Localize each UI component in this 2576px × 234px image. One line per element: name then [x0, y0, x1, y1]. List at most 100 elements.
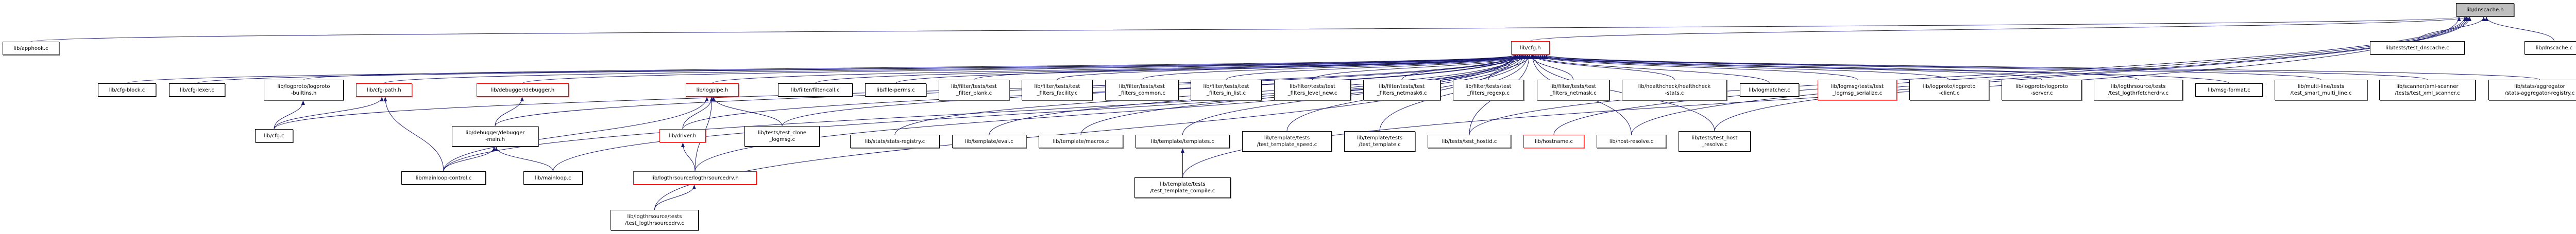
graph-node-msg-format-c[interactable]: lib/msg-format.c	[2195, 83, 2263, 97]
node-label: /tests/test_xml_scanner.c	[2395, 91, 2460, 96]
graph-node-host-resolve-c[interactable]: lib/host-resolve.c	[1597, 135, 1666, 148]
graph-node-logpipe-h[interactable]: lib/logpipe.h	[686, 83, 739, 97]
edge-logproto_builtins_h-to-cfg_h	[303, 55, 1516, 80]
edge-test_filters_in_list_c-to-cfg_h	[1226, 55, 1527, 80]
graph-node-test-xml-scanner-c[interactable]: lib/scanner/xml-scanner/tests/test_xml_s…	[2379, 80, 2476, 100]
node-label: /test_template_speed.c	[1257, 142, 1317, 148]
graph-node-filter-call-c[interactable]: lib/filter/filter-call.c	[778, 83, 853, 97]
graph-node-test-filters-netmask6-c[interactable]: lib/filter/tests/test _filters_netmask6.c	[1363, 80, 1440, 100]
graph-node-cfg-lexer-c[interactable]: lib/cfg-lexer.c	[169, 83, 225, 97]
graph-node-template-macros-c[interactable]: lib/template/macros.c	[1039, 135, 1123, 148]
node-label: lib/template/tests	[1160, 182, 1206, 187]
edge-logpipe_h-to-cfg_h	[712, 55, 1516, 84]
edge-logmatcher_c-to-cfg_h	[1533, 55, 1770, 84]
graph-node-test-logmsg-serialize-c[interactable]: lib/logmsg/tests/test _logmsg_serialize.c	[1818, 80, 1897, 100]
graph-node-test-logthrfetcherdrv-c[interactable]: lib/logthrsource/tests/test_logthrfetche…	[2094, 80, 2183, 100]
node-label: _filters_netmask6.c	[1377, 91, 1427, 96]
edge-test_hostid_c-to-dnscache_h	[1469, 16, 2467, 135]
node-label: lib/filter/tests/test	[1034, 84, 1080, 89]
node-label: /test_template_compile.c	[1150, 188, 1215, 194]
graph-node-template-eval-c[interactable]: lib/template/eval.c	[952, 135, 1026, 148]
node-label: lib/mainloop-control.c	[415, 175, 472, 181]
graph-node-test-filters-in-list-c[interactable]: lib/filter/tests/test_filters_in_list.c	[1191, 80, 1262, 100]
node-label: lib/multi-line/tests	[2297, 84, 2345, 89]
graph-node-logmatcher-c[interactable]: lib/logmatcher.c	[1740, 83, 1799, 97]
graph-node-test-filters-level-new-c[interactable]: lib/filter/tests/test_filters_level_new.…	[1274, 80, 1351, 100]
node-label: lib/template/eval.c	[965, 138, 1013, 145]
graph-node-hostname-c[interactable]: lib/hostname.c	[1523, 135, 1584, 148]
graph-node-logproto-server-c[interactable]: lib/logproto/logproto-server.c	[2002, 80, 2082, 100]
graph-node-cfg-c[interactable]: lib/cfg.c	[255, 129, 293, 142]
graph-node-test-filters-common-c[interactable]: lib/filter/tests/test_filters_common.c	[1105, 80, 1179, 100]
graph-node-logthrsourcedrv-h[interactable]: lib/logthrsource/logthrsourcedrv.h	[633, 171, 757, 185]
node-label: _filters_level_new.c	[1287, 91, 1337, 96]
graph-node-debugger-h[interactable]: lib/debugger/debugger.h	[477, 83, 569, 97]
node-label: lib/tests/test_host	[1691, 135, 1738, 141]
graph-node-mainloop-control-c[interactable]: lib/mainloop-control.c	[401, 171, 486, 185]
edge-test_filters_facility_c-to-cfg_h	[1057, 55, 1523, 80]
graph-node-driver-h[interactable]: lib/driver.h	[659, 129, 706, 142]
graph-node-test-template-compile-c[interactable]: lib/template/tests/test_template_compile…	[1134, 177, 1231, 198]
graph-node-stats-aggregator-registry-c[interactable]: lib/stats/aggregator/stats-aggregator-re…	[2488, 80, 2576, 100]
node-label: -stats.c	[1665, 91, 1684, 96]
node-label: lib/tests/test_hostid.c	[1442, 138, 1497, 145]
node-label: lib/logproto/logproto	[1923, 84, 1976, 89]
graph-node-test-hostid-c[interactable]: lib/tests/test_hostid.c	[1428, 135, 1511, 148]
node-label: lib/stats/aggregator	[2514, 84, 2565, 89]
graph-node-mainloop-c[interactable]: lib/mainloop.c	[523, 171, 583, 185]
graph-node-test-template-c[interactable]: lib/template/tests/test_template.c	[1344, 131, 1415, 152]
edge-mainloop_control_c-to-debugger_main_h	[443, 147, 496, 172]
edge-debugger_h-to-cfg_h	[522, 55, 1516, 84]
node-label: lib/apphook.c	[13, 45, 48, 51]
graph-node-file-perms-c[interactable]: lib/file-perms.c	[865, 83, 926, 97]
edge-test_xml_scanner_c-to-cfg_h	[1545, 55, 2428, 80]
graph-node-template-templates-c[interactable]: lib/template/templates.c	[1136, 135, 1230, 148]
edge-file_perms_c-to-cfg_h	[895, 55, 1520, 84]
graph-node-test-filter-blank-c[interactable]: lib/filter/tests/test _filter_blank.c	[939, 80, 1009, 100]
graph-node-dnscache-h: lib/dnscache.h	[2456, 3, 2514, 16]
node-label: lib/tests/test_clone	[757, 130, 807, 136]
graph-node-stats-registry-c[interactable]: lib/stats/stats-registry.c	[850, 135, 940, 148]
graph-node-cfg-h[interactable]: lib/cfg.h	[1511, 41, 1550, 55]
graph-node-test-filters-facility-c[interactable]: lib/filter/tests/test_filters_facility.c	[1022, 80, 1093, 100]
node-label: lib/filter/tests/test	[1379, 84, 1425, 89]
node-label: lib/logmsg/tests/test	[1831, 84, 1884, 89]
node-label: lib/filter/tests/test	[1550, 84, 1596, 89]
edge-mainloop_control_c-to-cfg_path_h	[383, 97, 444, 172]
edge-mainloop_control_c-to-logpipe_h	[443, 97, 709, 172]
node-label: lib/driver.h	[669, 133, 697, 139]
graph-node-test-logthrsourcedrv-c[interactable]: lib/logthrsource/tests/test_logthrsource…	[611, 210, 699, 230]
graph-node-test-filters-netmask-c[interactable]: lib/filter/tests/test_filters_netmask.c	[1537, 80, 1609, 100]
graph-node-logproto-builtins-h[interactable]: lib/logproto/logproto-builtins.h	[264, 80, 344, 100]
edge-msg_format_c-to-cfg_h	[1543, 55, 2229, 84]
graph-node-cfg-path-h[interactable]: lib/cfg-path.h	[356, 83, 412, 97]
node-label: lib/template/templates.c	[1151, 138, 1214, 145]
node-label: _filter_blank.c	[956, 91, 992, 96]
graph-node-test-host-resolve-c[interactable]: lib/tests/test_host_resolve.c	[1679, 131, 1751, 152]
graph-node-test-template-speed-c[interactable]: lib/template/tests/test_template_speed.c	[1242, 131, 1332, 152]
graph-node-test-smart-multi-line-c[interactable]: lib/multi-line/tests/test_smart_multi_li…	[2275, 80, 2367, 100]
edge-driver_h-to-cfg_h	[682, 55, 1516, 130]
node-label: lib/filter/tests/test	[951, 84, 997, 89]
graph-node-test-filters-regexp-c[interactable]: lib/filter/tests/test_filters_regexp.c	[1453, 80, 1524, 100]
graph-node-debugger-main-h[interactable]: lib/debugger/debugger-main.h	[452, 126, 538, 147]
graph-node-test-clone-logmsg-c[interactable]: lib/tests/test_clone_logmsg.c	[744, 126, 820, 147]
graph-node-logproto-client-c[interactable]: lib/logproto/logproto-client.c	[1909, 80, 1989, 100]
node-label: lib/hostname.c	[1535, 138, 1573, 145]
node-label: lib/filter/tests/test	[1119, 84, 1165, 89]
graph-node-dnscache-c[interactable]: lib/dnscache.c	[2524, 41, 2576, 55]
graph-node-test-dnscache-c[interactable]: lib/tests/test_dnscache.c	[2370, 41, 2465, 55]
graph-node-apphook-c[interactable]: lib/apphook.c	[3, 42, 59, 55]
node-label: lib/healthcheck/healthcheck	[1638, 84, 1711, 89]
node-label: lib/template/tests	[1357, 135, 1403, 141]
edge-mainloop_control_c-to-cfg_h	[443, 55, 1516, 172]
graph-node-cfg-block-c[interactable]: lib/cfg-block.c	[98, 83, 156, 97]
edge-hostname_c-to-dnscache_h	[1553, 16, 2468, 135]
node-label: lib/logthrsource/tests	[2111, 84, 2166, 89]
edge-test_logmsg_serialize_c-to-cfg_h	[1535, 55, 1858, 80]
node-label: _logmsg_serialize.c	[1832, 91, 1883, 96]
node-label: lib/dnscache.h	[2466, 7, 2504, 13]
graph-node-healthcheck-stats-c[interactable]: lib/healthcheck/healthcheck -stats.c	[1622, 80, 1727, 100]
edge-cfg_c-to-cfg_path_h	[274, 97, 384, 130]
